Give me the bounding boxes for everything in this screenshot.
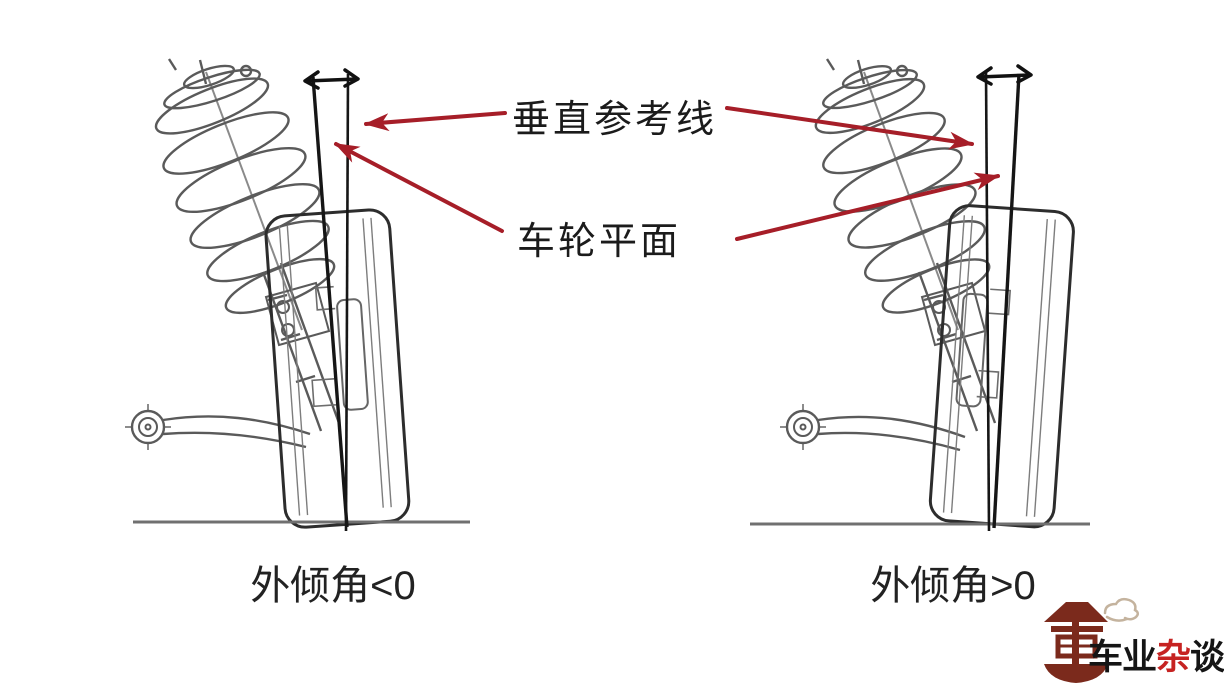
right-wheel-plane-line (992, 73, 1021, 529)
right-camber-caption: 外倾角>0 (870, 564, 1036, 608)
left-vertical-reference-line (344, 73, 350, 532)
left-control-arm (125, 404, 311, 450)
logo-text-part3: 谈 (1190, 638, 1224, 677)
logo-text-part2: 杂 (1156, 638, 1191, 677)
right-double-arrow-icon (976, 64, 1033, 86)
right-suspension-sketch (750, 58, 1090, 529)
logo-cloud-icon (1103, 597, 1139, 622)
left-double-arrow-icon (303, 68, 360, 90)
wheel-plane-label: 车轮平面 (517, 221, 682, 263)
arrow-vertical-reference-left (364, 111, 507, 132)
vertical-reference-line-label: 垂直参考线 (512, 99, 718, 141)
left-camber-caption: 外倾角<0 (250, 564, 416, 608)
left-wheel-plane-line (311, 76, 349, 528)
right-vertical-reference-line (984, 70, 991, 532)
left-suspension-sketch (125, 58, 470, 529)
left-strut-spring (154, 58, 341, 432)
logo-text-part1: 车业 (1088, 638, 1157, 677)
arrow-wheel-plane-left (334, 142, 504, 233)
arrow-vertical-reference-right (725, 106, 974, 150)
arrow-wheel-plane-right (735, 172, 1000, 241)
right-strut-spring (814, 58, 997, 432)
logo-che-mark-icon (1044, 597, 1139, 683)
logo-wordmark: 车业杂谈 (1088, 629, 1224, 680)
left-wheel (264, 208, 411, 529)
